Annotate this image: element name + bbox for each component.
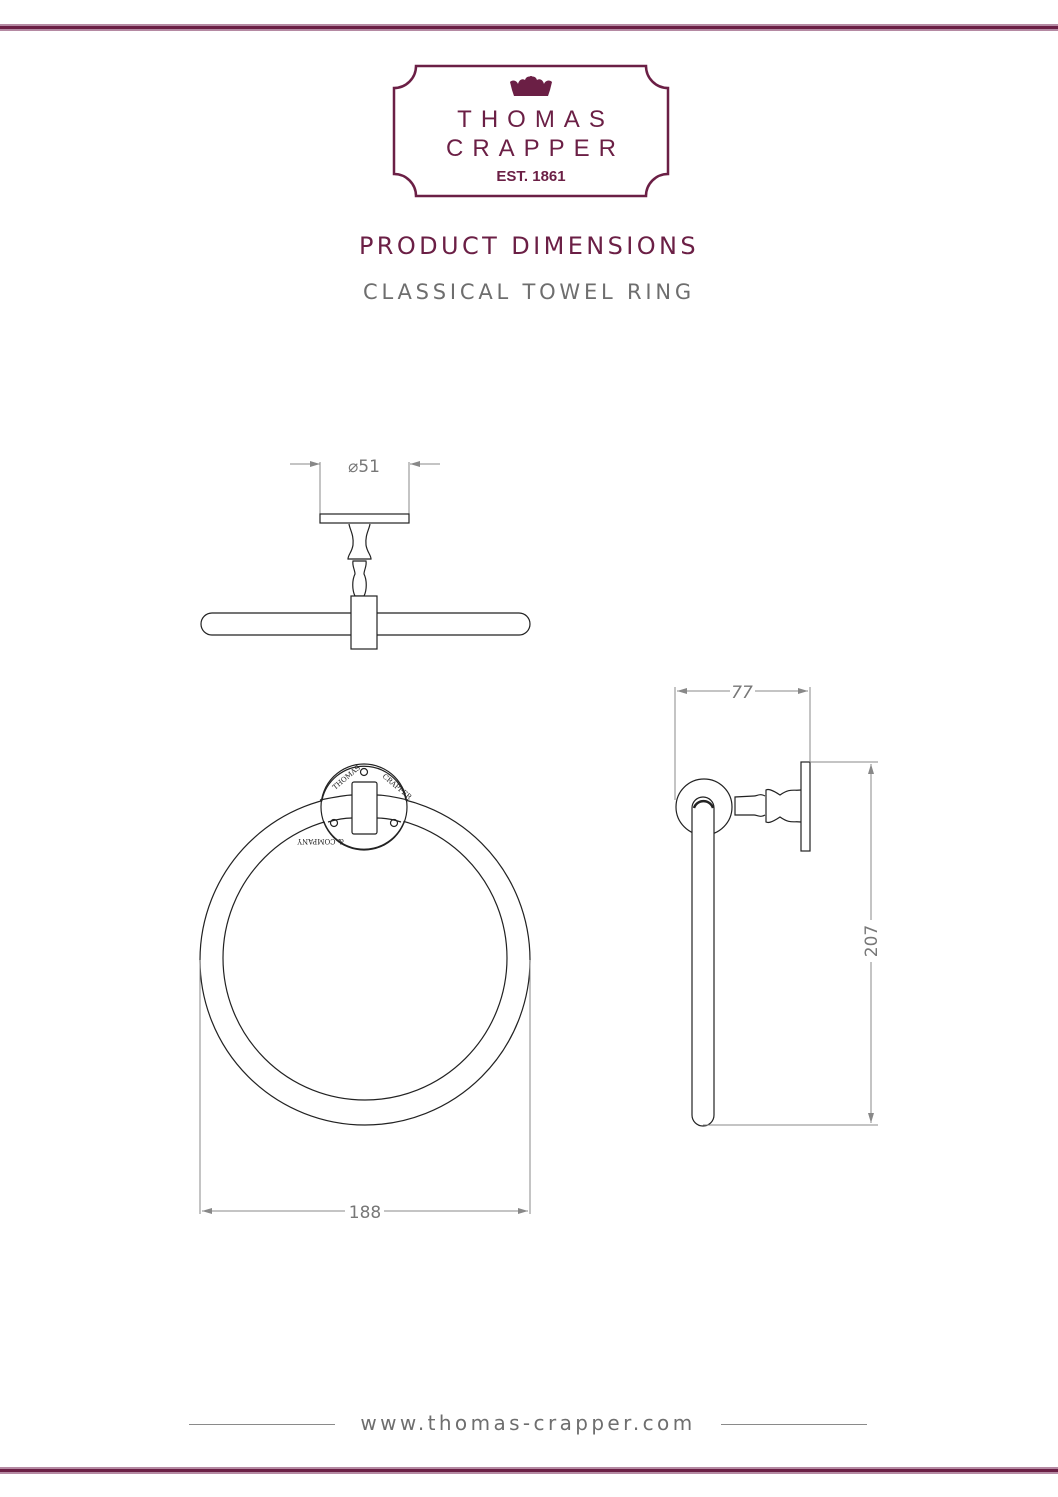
footer-divider-right (721, 1424, 867, 1425)
page-title: PRODUCT DIMENSIONS (358, 232, 700, 260)
depth-dimension (674, 687, 811, 800)
crown-icon (510, 76, 552, 96)
logo-frame (392, 64, 670, 198)
brand-established: EST. 1861 (496, 168, 566, 185)
footer: www.thomas-crapper.com (189, 1410, 867, 1440)
footer-divider-left (189, 1424, 335, 1425)
brand-name-line2: CRAPPER (445, 135, 626, 162)
depth-label: 77 (731, 683, 753, 703)
website-link[interactable]: www.thomas-crapper.com (360, 1411, 696, 1435)
top-border-rule (0, 24, 1058, 31)
diameter-label: ⌀51 (348, 457, 380, 477)
side-view (675, 761, 811, 1127)
front-view: THOMAS CRAPPER & COMPANY (199, 763, 531, 1126)
diameter-dimension (290, 461, 440, 515)
brand-name-line1: THOMAS (457, 106, 614, 133)
engraving-company: & COMPANY (297, 837, 344, 845)
brand-logo: THOMAS CRAPPER EST. 1861 (392, 64, 670, 198)
height-dimension (703, 761, 878, 1126)
backplate-rosette (320, 763, 408, 851)
top-view (200, 461, 531, 650)
width-dimension (199, 960, 531, 1214)
width-label: 188 (349, 1203, 381, 1223)
height-label: 207 (862, 925, 882, 957)
bottom-border-rule (0, 1467, 1058, 1474)
product-name: CLASSICAL TOWEL RING (363, 280, 695, 304)
